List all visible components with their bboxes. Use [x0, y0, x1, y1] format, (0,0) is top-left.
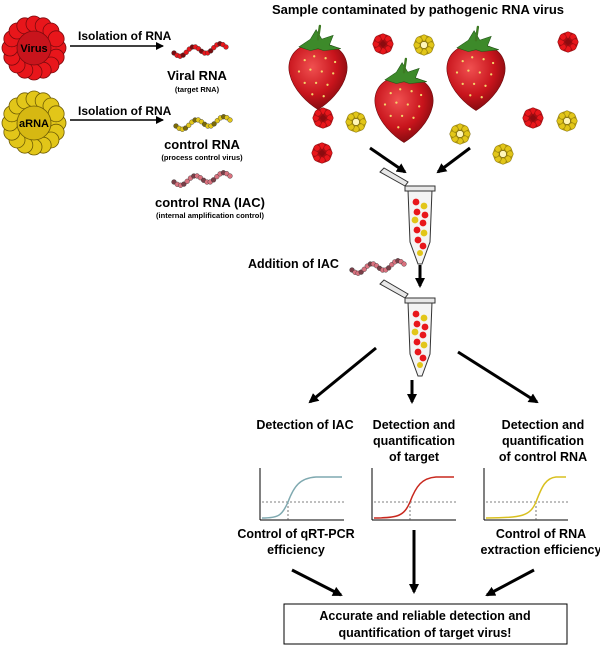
detection-iac-title: Detection of IAC — [256, 418, 353, 432]
rna-nucleotide — [223, 44, 229, 50]
rna-nucleotide — [208, 48, 214, 54]
iac-rna-added — [349, 258, 407, 276]
arna-particle-large: aRNA — [1, 90, 67, 156]
viral-rna-subtitle: (target RNA) — [175, 85, 220, 94]
virus-particle-yellow — [449, 123, 471, 145]
viral-rna-title: Viral RNA — [167, 68, 227, 83]
branch-arrow-control — [457, 350, 539, 404]
rna-nucleotide — [186, 122, 192, 128]
rna-nucleotide — [401, 261, 407, 267]
virus-particle-yellow — [492, 143, 514, 165]
detection-target-line: of target — [389, 450, 440, 464]
iac-rna-strand — [171, 170, 233, 188]
qrt-pcr-line: Control of qRT-PCR — [237, 527, 354, 541]
amplification-plot-iac — [259, 468, 344, 521]
rna-nucleotide — [211, 121, 217, 127]
rna-nucleotide — [214, 174, 220, 180]
rna-nucleotide — [227, 173, 233, 179]
addition-iac-label: Addition of IAC — [248, 257, 339, 271]
isolation-label-1: Isolation of RNA — [78, 29, 172, 43]
strawberry-3 — [373, 57, 435, 144]
extraction-control-label: Control of RNA extraction efficiency — [481, 527, 600, 557]
detection-target-line: quantification — [373, 434, 455, 448]
detection-control-line: Detection and — [502, 418, 585, 432]
virus-particle-yellow — [413, 34, 435, 56]
virus-particle-yellow — [345, 111, 367, 133]
iac-rna-title: control RNA (IAC) — [155, 195, 265, 210]
amplification-plot-target — [371, 468, 456, 521]
rna-nucleotide — [210, 177, 217, 183]
qrt-pcr-control-label: Control of qRT-PCR efficiency — [237, 527, 354, 557]
detection-control-title: Detection and quantification of control … — [499, 418, 587, 464]
virus-particle-yellow — [556, 110, 578, 132]
virus-label: Virus — [20, 43, 47, 55]
extraction-line: Control of RNA — [496, 527, 586, 541]
result-line-2: quantification of target virus! — [339, 626, 512, 640]
rna-nucleotide — [181, 181, 187, 187]
viral-rna-strand — [171, 41, 229, 59]
result-box: Accurate and reliable detection and quan… — [283, 603, 568, 645]
detection-control-line: quantification — [502, 434, 584, 448]
rna-nucleotide — [227, 117, 233, 123]
amplification-plot-control — [483, 468, 568, 521]
sample-tube-1 — [379, 167, 436, 265]
virus-particle-red — [311, 142, 333, 164]
virus-particle-red — [522, 107, 544, 129]
branch-arrow-iac — [308, 346, 377, 404]
extraction-line: extraction efficiency — [481, 543, 600, 557]
virus-particle-red — [372, 33, 394, 55]
sample-arrow-left — [369, 146, 407, 174]
virus-particle-red — [557, 31, 579, 53]
curve-iac — [261, 476, 342, 519]
sample-title: Sample contaminated by pathogenic RNA vi… — [272, 2, 564, 17]
sample-tube-2 — [379, 279, 436, 377]
qrt-pcr-line: efficiency — [267, 543, 325, 557]
isolation-label-2: Isolation of RNA — [78, 104, 172, 118]
final-arrow-right — [485, 568, 535, 597]
detection-control-line: of control RNA — [499, 450, 587, 464]
strawberry-1 — [287, 24, 349, 111]
detection-target-line: Detection and — [373, 418, 456, 432]
detection-target-title: Detection and quantification of target — [373, 418, 456, 464]
curve-target — [373, 476, 454, 519]
sample-arrow-right — [436, 146, 471, 174]
control-rna-title: control RNA — [164, 137, 240, 152]
control-rna-subtitle: (process control virus) — [161, 153, 243, 162]
arna-label: aRNA — [19, 118, 49, 130]
result-line-1: Accurate and reliable detection and — [319, 609, 530, 623]
curve-control — [485, 476, 566, 519]
rna-nucleotide — [361, 266, 367, 272]
rna-nucleotide — [386, 265, 392, 271]
rna-nucleotide — [184, 178, 190, 184]
rna-nucleotide — [183, 49, 189, 55]
final-arrow-left — [291, 568, 343, 597]
virus-particle-large: Virus — [1, 15, 67, 81]
control-rna-strand — [173, 114, 233, 132]
strawberry-2 — [445, 25, 507, 112]
iac-rna-subtitle: (internal amplification control) — [156, 211, 264, 220]
virus-particle-red — [312, 107, 334, 129]
